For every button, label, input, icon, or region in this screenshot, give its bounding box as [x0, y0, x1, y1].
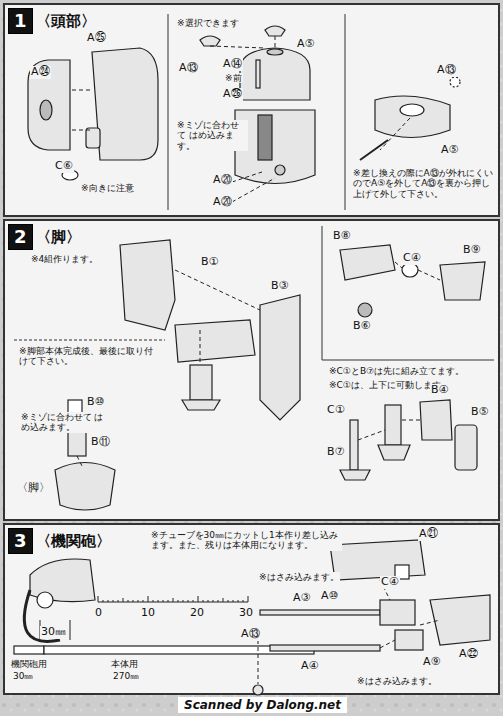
part-label: B⑥ — [352, 320, 371, 333]
part-label: 0 — [94, 607, 103, 620]
note-text: ※はさみ込みます。 — [258, 572, 340, 582]
part-label: B⑨ — [462, 244, 481, 257]
part-label: B① — [200, 256, 219, 269]
watermark: Scanned by Dalong.net — [178, 697, 347, 713]
part-label: A⑬ — [436, 64, 457, 77]
part-label: C① — [326, 404, 346, 417]
note-text: ※C①とB⑦は先に組み立てます。 — [328, 366, 490, 376]
step-number: 1 — [8, 8, 33, 34]
note-text: ※4組作ります。 — [30, 254, 99, 264]
note-text: ※向きに注意 — [80, 183, 135, 193]
note-text: ※脚部本体完成後、最後に取り付けて下さい。 — [18, 346, 160, 367]
part-label: A㉑ — [418, 528, 439, 541]
note-text: ※選択できます — [176, 18, 240, 28]
part-label: B⑦ — [326, 446, 345, 459]
note-text: 本体用 — [110, 659, 139, 669]
step-header: 1〈頭部〉 — [8, 8, 96, 34]
part-label: A⑬ — [240, 628, 261, 641]
part-label: 〈脚〉 — [16, 482, 51, 495]
part-label: A⑳ — [212, 196, 233, 209]
part-label: C④ — [402, 252, 422, 265]
part-label: 10 — [140, 607, 156, 620]
part-label: A⑳ — [212, 174, 233, 187]
note-text: ※差し換えの際にA⑬が外れにくいのでA⑤を外してA⑬を裏から押し上げて外して下さ… — [352, 168, 494, 199]
part-label: A㉔ — [30, 66, 51, 79]
part-label: A④ — [300, 660, 319, 673]
part-label: A⑩ — [320, 590, 339, 603]
step-number: 3 — [8, 528, 33, 554]
part-label: A⑬ — [178, 62, 199, 75]
part-label: A⑭ — [222, 58, 243, 71]
part-label: B⑤ — [470, 406, 489, 419]
part-label: A⑤ — [296, 38, 315, 51]
part-label: A⑤ — [440, 144, 459, 157]
part-label: A③ — [292, 592, 311, 605]
part-label: A㉖ — [222, 88, 243, 101]
part-label: 30 — [238, 607, 254, 620]
part-label: A⑨ — [422, 656, 441, 669]
step-title: 〈脚〉 — [36, 228, 81, 247]
part-label: B③ — [270, 280, 289, 293]
note-text: 機関砲用 — [10, 659, 48, 669]
step-header: 2〈脚〉 — [8, 224, 81, 250]
part-label: A㉕ — [86, 32, 107, 45]
note-text: ※C①は、上下に可動します。 — [328, 380, 490, 390]
step-header: 3〈機関砲〉 — [8, 528, 111, 554]
step-number: 2 — [8, 224, 33, 250]
part-label: C⑥ — [54, 160, 74, 173]
note-text: ※ミゾに合わせて はめ込みます。 — [20, 412, 112, 433]
note-text: ※ミゾに合わせて はめ込みます。 — [176, 120, 248, 151]
note-text: ※チューブを30㎜にカットし1本作り差し込みます。また、残りは本体用になります。 — [150, 530, 342, 551]
part-label: B⑩ — [86, 396, 105, 409]
part-label: B⑧ — [332, 230, 351, 243]
part-label: B⑪ — [90, 436, 111, 449]
part-label: B④ — [430, 384, 449, 397]
step-title: 〈機関砲〉 — [36, 532, 111, 551]
part-label: A㉒ — [458, 648, 479, 661]
note-text: ※はさみ込みます。 — [356, 676, 438, 686]
step-title: 〈頭部〉 — [36, 12, 96, 31]
part-label: 20 — [189, 607, 205, 620]
note-text: 30㎜ — [12, 671, 34, 681]
note-text: 270㎜ — [112, 671, 140, 681]
note-text: ※前 — [224, 73, 243, 83]
part-label: 30㎜ — [40, 626, 67, 639]
part-label: C④ — [380, 576, 400, 589]
